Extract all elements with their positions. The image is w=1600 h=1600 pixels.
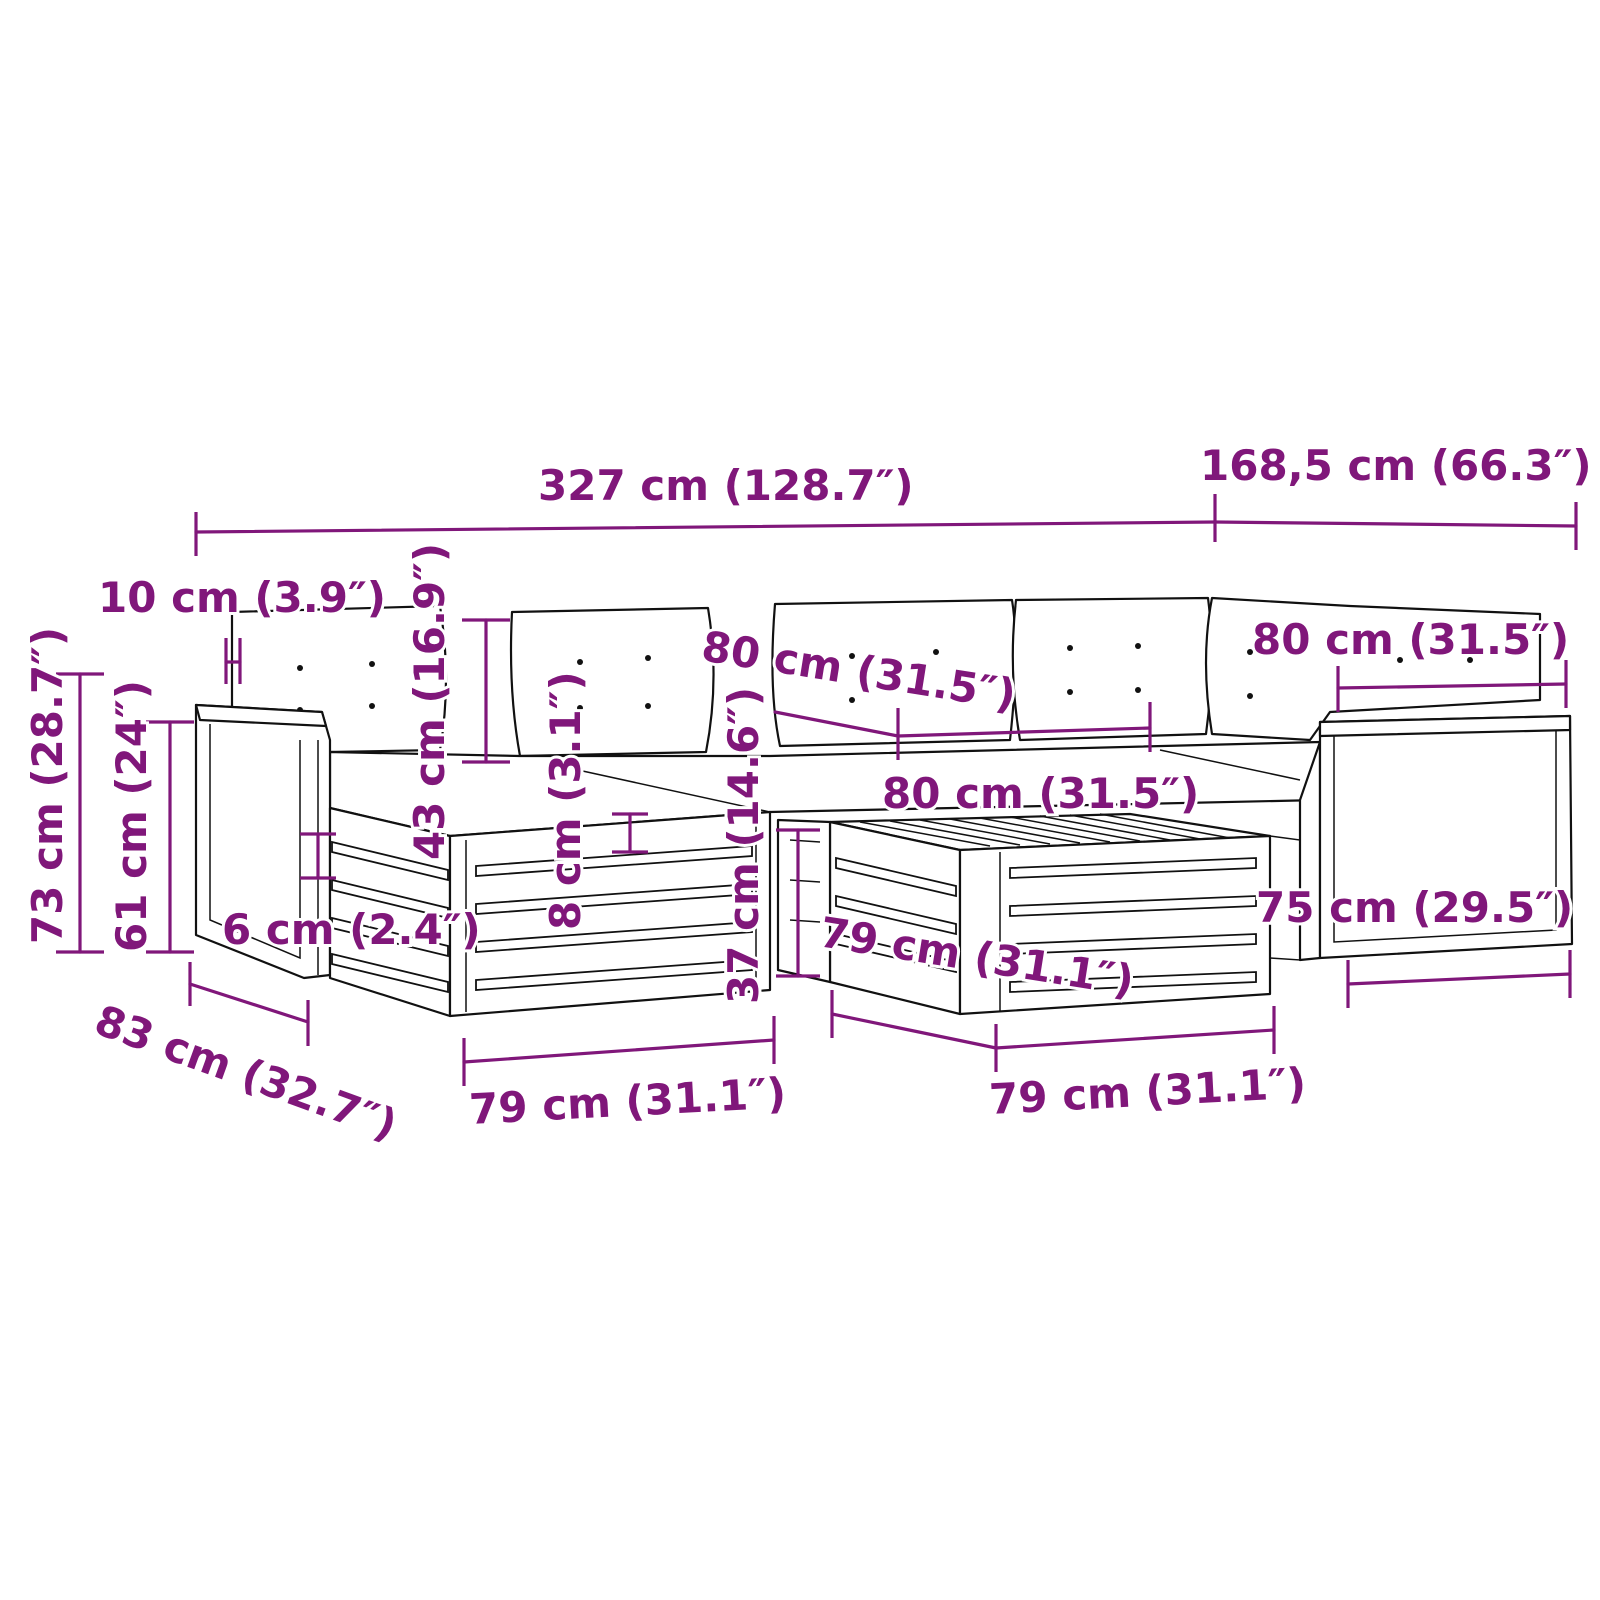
label-cushion-thickness: 8 cm (3.1″) — [541, 671, 590, 930]
dim-armrest-width-line — [224, 638, 242, 684]
dim-table-length-line — [994, 1006, 1276, 1054]
label-ottoman-width: 79 cm (31.1″) — [468, 1068, 787, 1134]
label-seat-height: 37 cm (14.6″) — [719, 687, 768, 1004]
label-corner-module-width: 80 cm (31.5″) — [1252, 615, 1569, 664]
sofa-set-illustration — [194, 596, 1574, 1018]
label-armrest-width: 10 cm (3.9″) — [98, 573, 386, 622]
right-arm-module — [1269, 714, 1574, 962]
label-total-width: 327 cm (128.7″) — [538, 461, 914, 510]
label-side-depth: 75 cm (29.5″) — [1256, 883, 1573, 932]
dim-seat-height-line — [776, 828, 820, 978]
dimension-lines — [56, 494, 1578, 1086]
dim-slat-gap-line — [300, 832, 336, 880]
dim-ottoman-width-line — [462, 1016, 776, 1086]
dimension-labels: 327 cm (128.7″) 168,5 cm (66.3″) 10 cm (… — [20, 438, 1595, 1153]
left-ottoman — [328, 806, 772, 1018]
dim-armrest-height-line — [146, 720, 194, 954]
dim-overall-depth-line — [188, 962, 310, 1046]
label-total-height: 73 cm (28.7″) — [23, 627, 72, 944]
label-slat-gap: 6 cm (2.4″) — [222, 905, 481, 954]
label-armrest-height: 61 cm (24″) — [107, 680, 156, 952]
dim-corner-module-line — [1336, 660, 1568, 712]
dim-cushion-thickness-line — [612, 812, 648, 854]
dim-back-module-line — [773, 702, 1152, 760]
dim-right-depth-line — [1213, 502, 1578, 550]
middle-frame — [776, 818, 832, 984]
cushion-tufts — [297, 643, 1473, 713]
dim-side-depth-line — [1346, 950, 1572, 1008]
label-overall-depth: 83 cm (32.7″) — [89, 995, 404, 1150]
left-arm-module — [194, 703, 332, 980]
dim-backrest-height-line — [462, 618, 510, 764]
coffee-table — [828, 812, 1272, 1016]
label-backrest-height: 43 cm (16.9″) — [405, 543, 454, 860]
dim-total-height-line — [56, 672, 104, 954]
label-right-depth: 168,5 cm (66.3″) — [1200, 441, 1592, 490]
label-table-length: 79 cm (31.1″) — [988, 1058, 1307, 1124]
label-table-width: 80 cm (31.5″) — [882, 769, 1199, 818]
dim-total-width-line — [194, 494, 1217, 556]
